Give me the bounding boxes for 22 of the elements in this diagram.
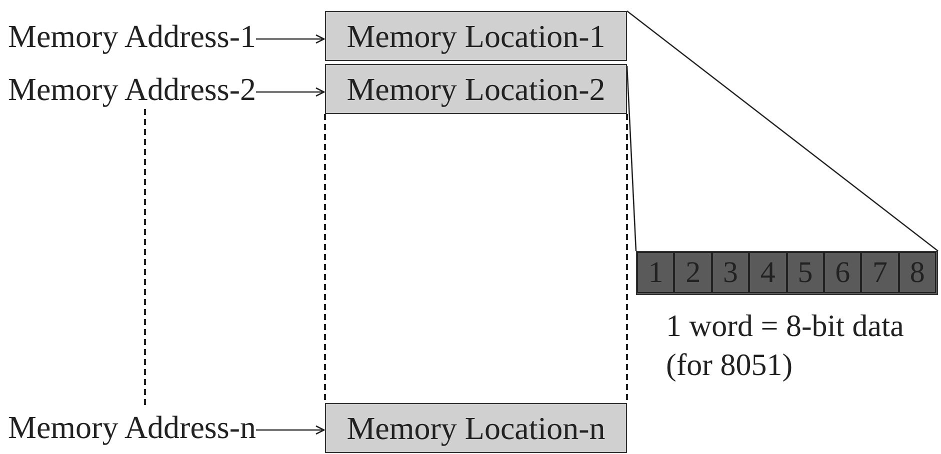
memory-location-box: Memory Location-n	[325, 403, 627, 453]
continuation-line	[324, 114, 326, 403]
bit-cell: 4	[749, 252, 786, 293]
continuation-line	[626, 114, 628, 403]
bit-cell: 7	[861, 252, 899, 293]
bit-cell: 5	[786, 252, 824, 293]
address-label: Memory Address-1	[8, 20, 256, 54]
bit-cell: 3	[712, 252, 750, 293]
pointer-arrow	[256, 34, 325, 44]
caption-text: 1 word = 8-bit data (for 8051)	[666, 307, 905, 384]
address-label: Memory Address-2	[8, 73, 256, 107]
bit-cell: 6	[824, 252, 862, 293]
memory-location-box: Memory Location-2	[325, 64, 627, 114]
zoom-line	[626, 10, 938, 252]
pointer-arrow	[256, 87, 325, 97]
bit-cell: 1	[637, 252, 674, 293]
bit-row	[636, 251, 938, 295]
address-label: Memory Address-n	[8, 411, 256, 445]
memory-location-box: Memory Location-1	[325, 11, 627, 61]
bit-cell: 2	[674, 252, 712, 293]
bit-cell: 8	[898, 252, 936, 293]
pointer-arrow	[256, 425, 325, 435]
